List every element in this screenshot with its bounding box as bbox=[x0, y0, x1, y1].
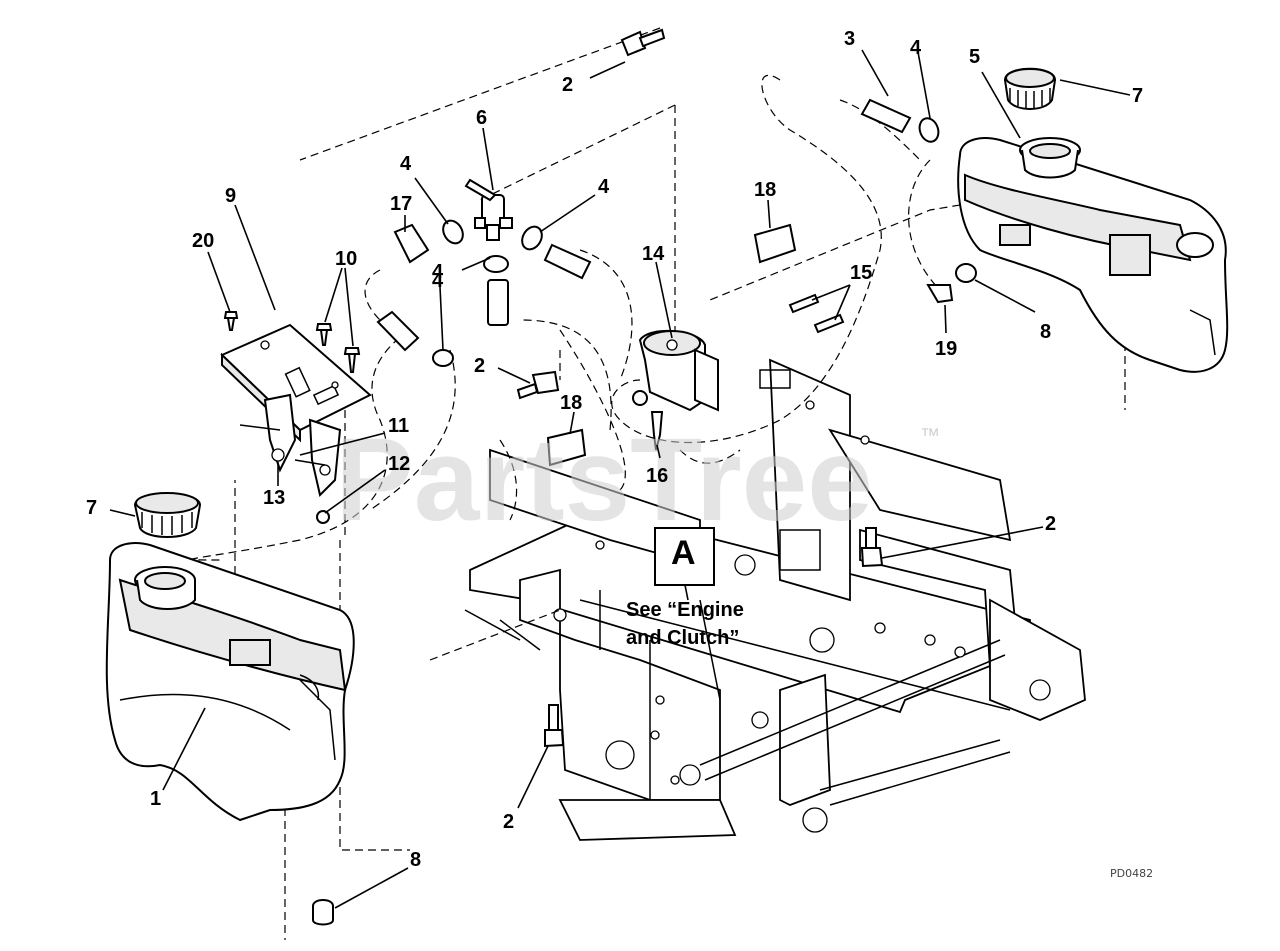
callout-11: 11 bbox=[388, 415, 409, 437]
callout-18: 18 bbox=[560, 392, 582, 414]
callout-10: 10 bbox=[335, 248, 357, 270]
callout-4: 4 bbox=[910, 37, 922, 59]
fitting-8-right[interactable] bbox=[955, 263, 977, 283]
trademark-symbol: ™ bbox=[920, 425, 940, 447]
clips-18[interactable] bbox=[546, 223, 797, 467]
chassis-frame bbox=[464, 358, 1086, 841]
callout-2: 2 bbox=[562, 74, 573, 96]
callout-16: 16 bbox=[646, 465, 668, 487]
bolts-2[interactable] bbox=[516, 28, 884, 748]
callout-19: 19 bbox=[935, 338, 957, 360]
callout-4: 4 bbox=[432, 270, 444, 292]
nut-12[interactable] bbox=[316, 510, 330, 524]
callout-1: 1 bbox=[150, 788, 161, 810]
mounting-plate[interactable] bbox=[220, 323, 372, 497]
reference-box: A See “Engine and Clutch” bbox=[626, 527, 744, 649]
callout-5: 5 bbox=[969, 46, 980, 68]
leader-lines bbox=[109, 49, 1131, 909]
callout-4: 4 bbox=[432, 261, 444, 283]
callout-15: 15 bbox=[850, 262, 872, 284]
fitting-8-bottom[interactable] bbox=[312, 899, 334, 926]
callout-7: 7 bbox=[86, 497, 97, 519]
callout-2: 2 bbox=[1045, 513, 1056, 535]
fuel-cap-left[interactable] bbox=[133, 492, 202, 538]
shutoff-valve[interactable] bbox=[464, 178, 513, 241]
callout-8: 8 bbox=[1040, 321, 1051, 343]
screws-10[interactable] bbox=[315, 323, 361, 373]
callout-14: 14 bbox=[642, 243, 665, 265]
elbow-19[interactable] bbox=[926, 284, 954, 304]
callout-9: 9 bbox=[225, 185, 236, 207]
reference-box-label: A bbox=[671, 534, 696, 572]
fuel-tank-right[interactable] bbox=[957, 137, 1229, 373]
callout-4: 4 bbox=[598, 176, 610, 198]
callout-7: 7 bbox=[1132, 85, 1143, 107]
callout-18: 18 bbox=[754, 179, 776, 201]
reference-note-line2: and Clutch” bbox=[626, 627, 739, 649]
tank-bracket[interactable] bbox=[638, 329, 719, 412]
bolts-15[interactable] bbox=[788, 293, 845, 334]
callout-2: 2 bbox=[474, 355, 485, 377]
callout-17: 17 bbox=[390, 193, 412, 215]
callout-13: 13 bbox=[263, 487, 285, 509]
callout-3: 3 bbox=[844, 28, 855, 50]
watermark-text: PartsTree bbox=[335, 414, 873, 546]
drawing-code: PD0482 bbox=[1110, 867, 1153, 880]
callout-2: 2 bbox=[503, 811, 514, 833]
callout-12: 12 bbox=[388, 453, 410, 475]
callout-6: 6 bbox=[476, 107, 487, 129]
callouts: 2 3 4 5 7 6 9 4 4 18 17 20 10 4 14 15 8 … bbox=[86, 28, 1143, 871]
fuel-hoses[interactable] bbox=[376, 98, 912, 352]
callout-20: 20 bbox=[192, 230, 214, 252]
callout-4: 4 bbox=[400, 153, 412, 175]
hose-clamps-4[interactable] bbox=[432, 116, 942, 367]
fuel-tank-left[interactable] bbox=[105, 542, 355, 822]
watermark: PartsTree ™ bbox=[335, 414, 940, 546]
screw-20[interactable] bbox=[223, 311, 239, 331]
bolt-16[interactable] bbox=[632, 390, 664, 451]
reference-note-line1: See “Engine bbox=[626, 599, 744, 621]
fuel-cap-right[interactable] bbox=[1003, 67, 1057, 110]
callout-8: 8 bbox=[410, 849, 421, 871]
